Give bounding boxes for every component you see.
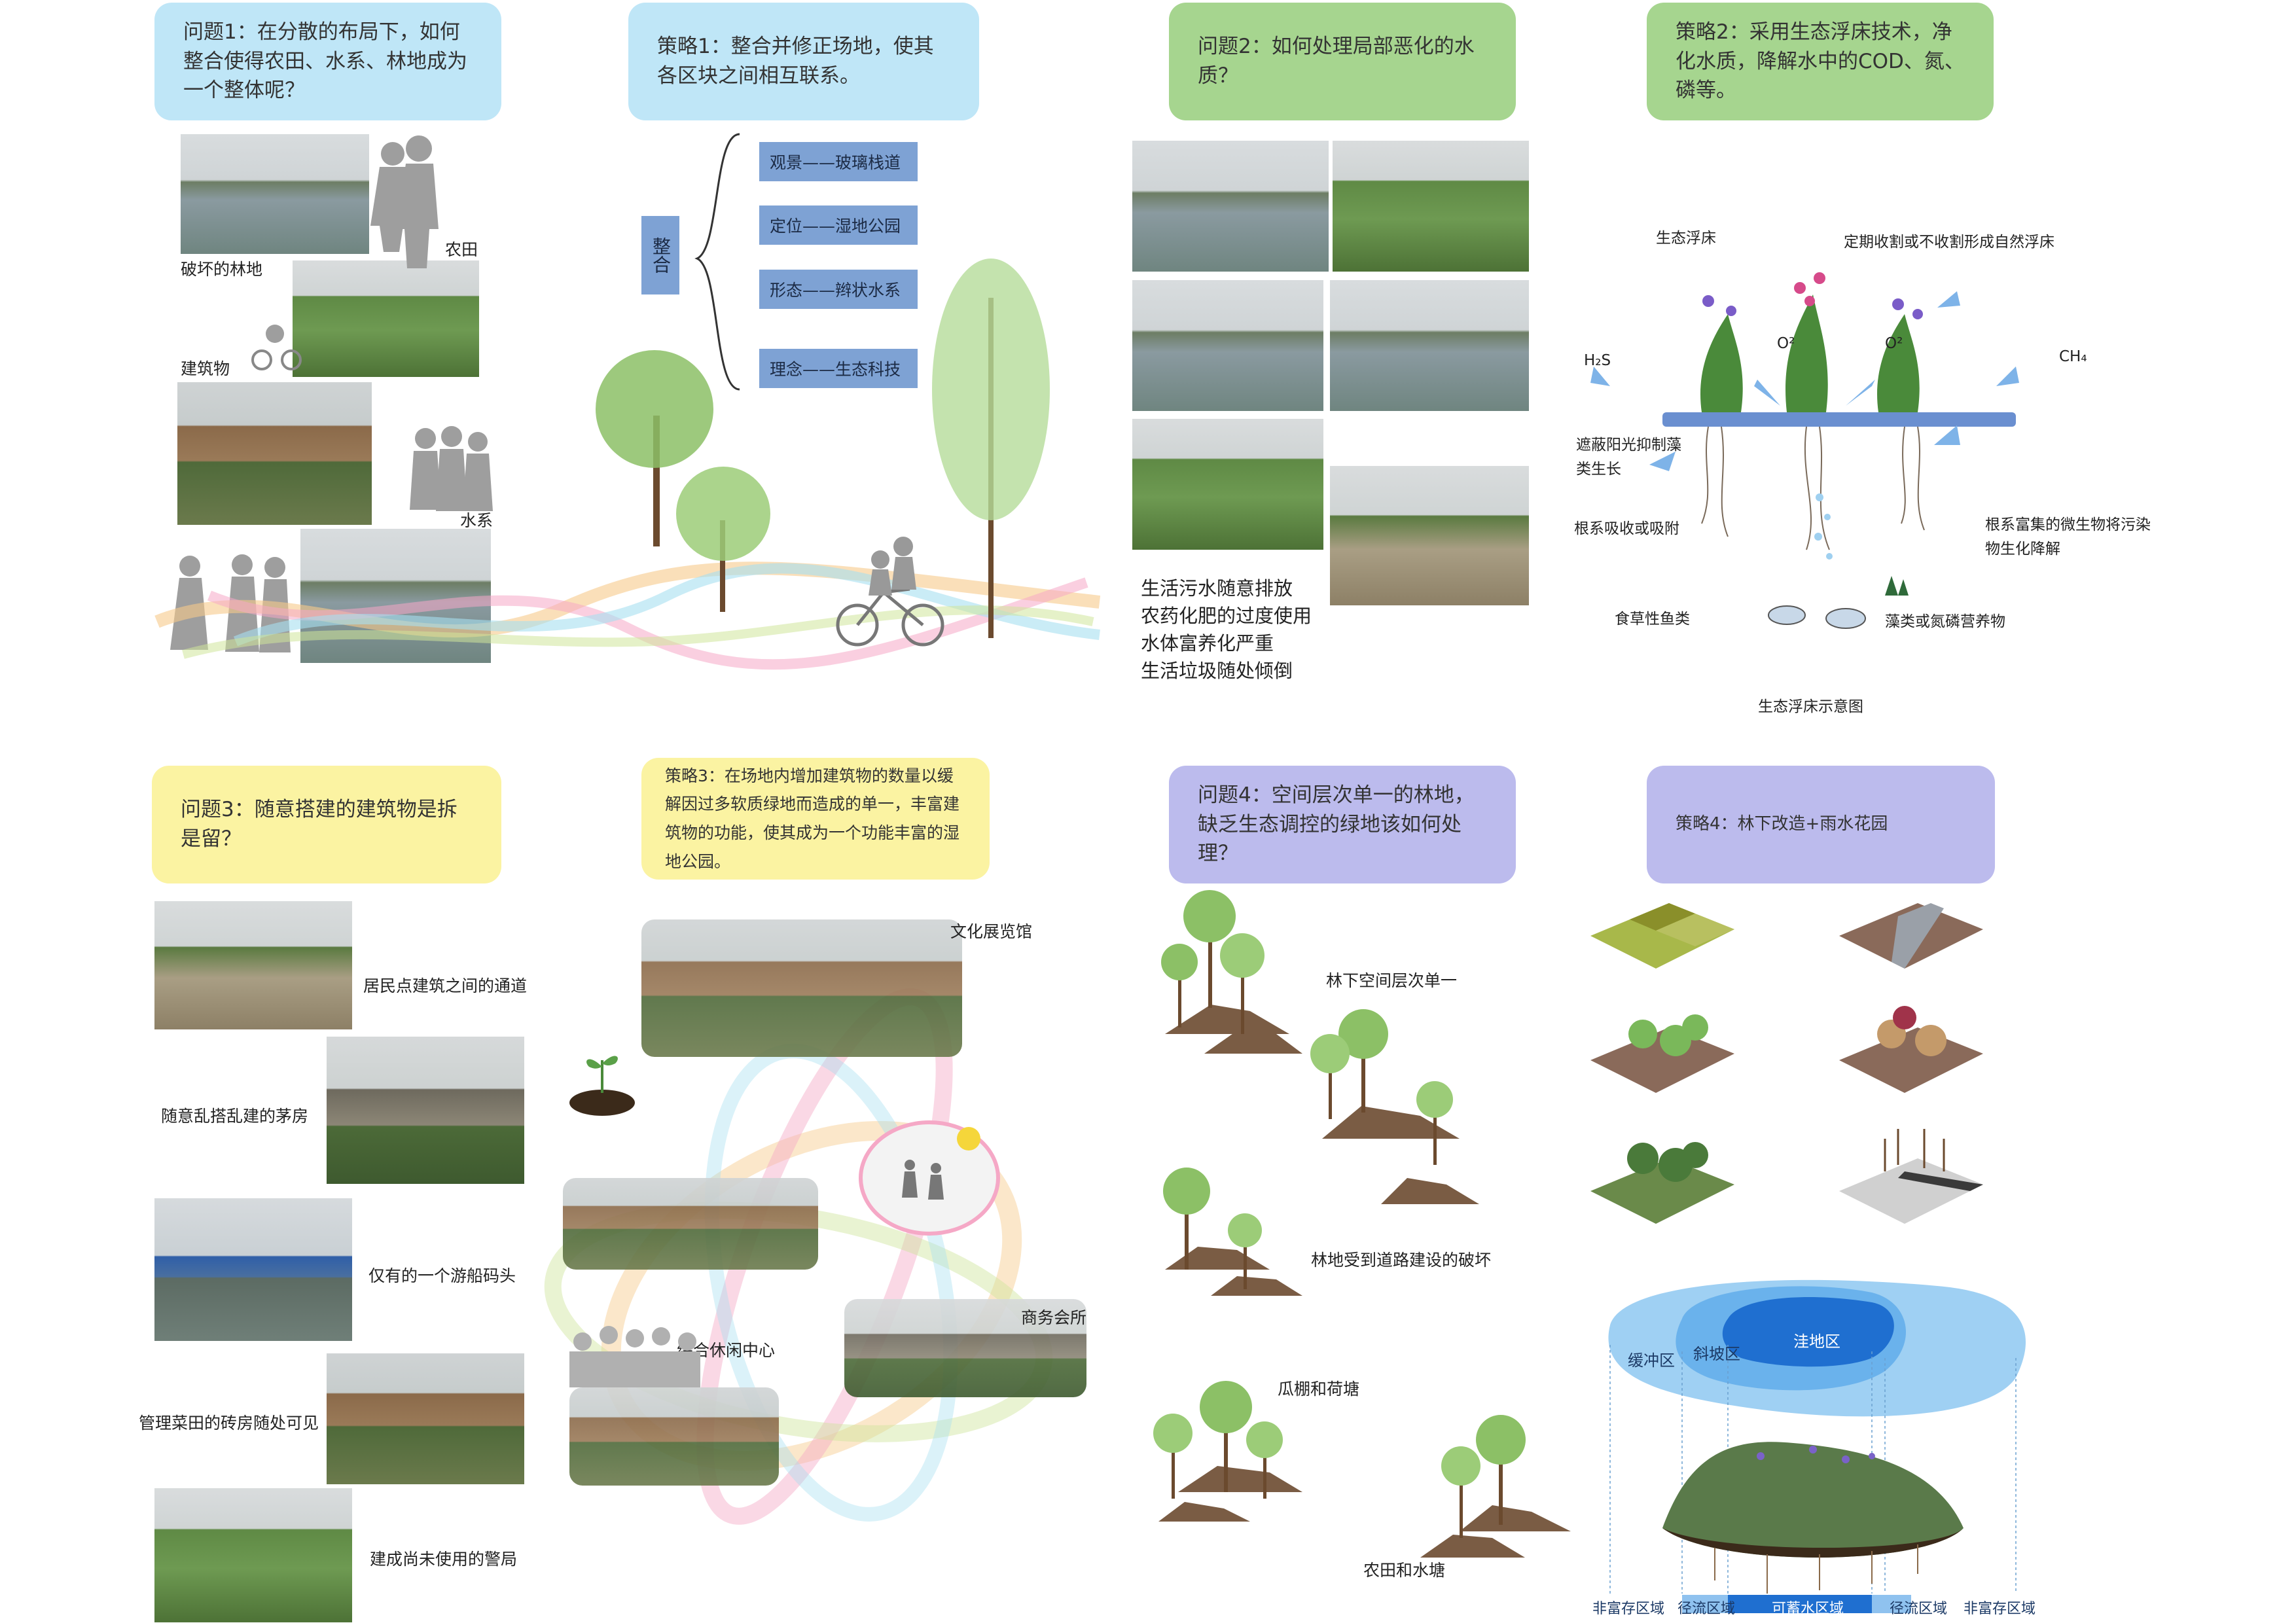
tree-illustrations-1 <box>596 259 1050 647</box>
building-small <box>563 1178 818 1270</box>
strategy-item-view: 观景——玻璃栈道 <box>759 142 918 181</box>
issue-2: 农药化肥的过度使用 <box>1141 605 1312 627</box>
label-farmland: 农田 <box>445 240 478 259</box>
photo-buildings <box>177 382 372 525</box>
strategy-item-position: 定位——湿地公园 <box>759 205 918 245</box>
photo-water-6 <box>1330 466 1529 605</box>
label-business: 商务会所 <box>1021 1308 1087 1327</box>
strategy-1-bubble: 策略1：整合并修正场地，使其各区块之间相互联系。 <box>628 3 979 120</box>
rain-zone-5: 非富存区域 <box>1964 1601 2036 1617</box>
label-roots: 根系吸收或吸附 <box>1574 520 1679 537</box>
floating-bed-diagram <box>1590 272 2019 629</box>
strategy-4-bubble: 策略4：林下改造+雨水花园 <box>1647 766 1995 883</box>
label-farm: 农田和水塘 <box>1363 1561 1446 1580</box>
label-shade: 遮蔽阳光抑制藻类生长 <box>1576 437 1681 478</box>
sun-people-icon <box>859 1120 1000 1236</box>
photo-damaged-forest <box>181 134 369 254</box>
label-damaged-forest: 破坏的林地 <box>181 260 263 279</box>
label-passage: 居民点建筑之间的通道 <box>363 976 528 995</box>
label-harvest: 定期收割或不收割形成自然浮床 <box>1844 234 2054 251</box>
label-brick-house: 管理菜田的砖房随处可见 <box>139 1414 319 1433</box>
label-float-bed: 生态浮床 <box>1656 230 1716 247</box>
strategy-item-concept: 理念——生态科技 <box>759 349 918 388</box>
photo-water-4 <box>1330 280 1529 411</box>
label-slope: 斜坡区 <box>1693 1345 1740 1363</box>
label-melon: 瓜棚和荷塘 <box>1278 1380 1360 1399</box>
issue-1: 生活污水随意排放 <box>1141 577 1293 599</box>
forest-illustrations <box>1153 890 1571 1558</box>
problem-1-text: 问题1：在分散的布局下，如何整合使得农田、水系、林地成为一个整体呢？ <box>183 20 467 103</box>
problem-2-bubble: 问题2：如何处理局部恶化的水质？ <box>1169 3 1516 120</box>
label-fish: 食草性鱼类 <box>1615 611 1690 628</box>
photo-water-2 <box>1333 141 1529 272</box>
strategy-1-text: 策略1：整合并修正场地，使其各区块之间相互联系。 <box>657 35 934 88</box>
label-forest-single: 林下空间层次单一 <box>1326 971 1458 990</box>
integrate-label: 整合 <box>641 216 679 294</box>
label-o2-b: O² <box>1885 335 1903 352</box>
problem-4-bubble: 问题4：空间层次单一的林地，缺乏生态调控的绿地该如何处理？ <box>1169 766 1516 883</box>
rain-zone-3: 可蓄水区域 <box>1772 1601 1844 1617</box>
building-business <box>844 1299 1086 1397</box>
rain-zone-2: 径流区域 <box>1677 1601 1736 1617</box>
problem-4-text: 问题4：空间层次单一的林地，缺乏生态调控的绿地该如何处理？ <box>1198 783 1475 866</box>
building-culture <box>641 919 962 1057</box>
label-microbe: 根系富集的微生物将污染物生化降解 <box>1985 516 2151 558</box>
label-ch4: CH₄ <box>2059 348 2087 365</box>
photo-brick-house <box>327 1353 524 1484</box>
photo-toilet <box>327 1037 524 1184</box>
strategy-3-text: 策略3：在场地内增加建筑物的数量以缓解因过多软质绿地而造成的单一，丰富建筑物的功… <box>665 766 960 871</box>
problem-3-bubble: 问题3：随意搭建的建筑物是拆是留？ <box>152 766 501 883</box>
strategy-item-form: 形态——辫状水系 <box>759 270 918 309</box>
rain-zone-4: 径流区域 <box>1890 1601 1948 1617</box>
problem-2-text: 问题2：如何处理局部恶化的水质？ <box>1198 35 1475 88</box>
strategy-2-text: 策略2：采用生态浮床技术，净化水质，降解水中的COD、氮、磷等。 <box>1676 20 1965 103</box>
isometric-plots <box>1590 903 1983 1224</box>
issue-3: 水体富养化严重 <box>1141 632 1274 654</box>
strategy-4-text: 策略4：林下改造+雨水花园 <box>1676 814 1888 834</box>
label-pier: 仅有的一个游船码头 <box>368 1266 516 1285</box>
label-depression: 洼地区 <box>1793 1332 1840 1351</box>
photo-water-3 <box>1132 280 1323 411</box>
photo-farmland <box>293 260 479 377</box>
label-toilet: 随意乱搭乱建的茅房 <box>161 1107 309 1126</box>
issue-4: 生活垃圾随处倾倒 <box>1141 660 1293 682</box>
label-buildings: 建筑物 <box>181 359 230 378</box>
photo-passage <box>154 901 352 1029</box>
problem-1-bubble: 问题1：在分散的布局下，如何整合使得农田、水系、林地成为一个整体呢？ <box>154 3 501 120</box>
label-diagram-caption: 生态浮床示意图 <box>1758 698 1863 715</box>
sprout-icon <box>569 1056 635 1116</box>
label-culture: 文化展览馆 <box>950 922 1033 941</box>
strategy-3-bubble: 策略3：在场地内增加建筑物的数量以缓解因过多软质绿地而造成的单一，丰富建筑物的功… <box>641 758 990 880</box>
label-forest-damaged: 林地受到道路建设的破坏 <box>1311 1251 1492 1270</box>
label-police: 建成尚未使用的警局 <box>370 1550 518 1569</box>
label-buffer: 缓冲区 <box>1628 1351 1675 1370</box>
integrate-bracket <box>694 133 740 391</box>
photo-police <box>154 1488 352 1622</box>
photo-pier <box>154 1198 352 1341</box>
building-leisure <box>569 1387 779 1486</box>
label-h2s: H₂S <box>1584 352 1611 369</box>
photo-water-1 <box>1132 141 1329 272</box>
problem-3-text: 问题3：随意搭建的建筑物是拆是留？ <box>181 798 457 851</box>
rain-garden-diagram <box>1597 1279 2042 1613</box>
label-algae: 藻类或氮磷营养物 <box>1885 613 2005 630</box>
label-o2-a: O² <box>1777 335 1795 352</box>
photo-water-5 <box>1132 419 1323 550</box>
crowd-silhouette-icon <box>569 1326 700 1387</box>
label-water: 水系 <box>460 511 493 530</box>
rain-zone-1: 非富存区域 <box>1592 1601 1665 1617</box>
strategy-2-bubble: 策略2：采用生态浮床技术，净化水质，降解水中的COD、氮、磷等。 <box>1647 3 1994 120</box>
